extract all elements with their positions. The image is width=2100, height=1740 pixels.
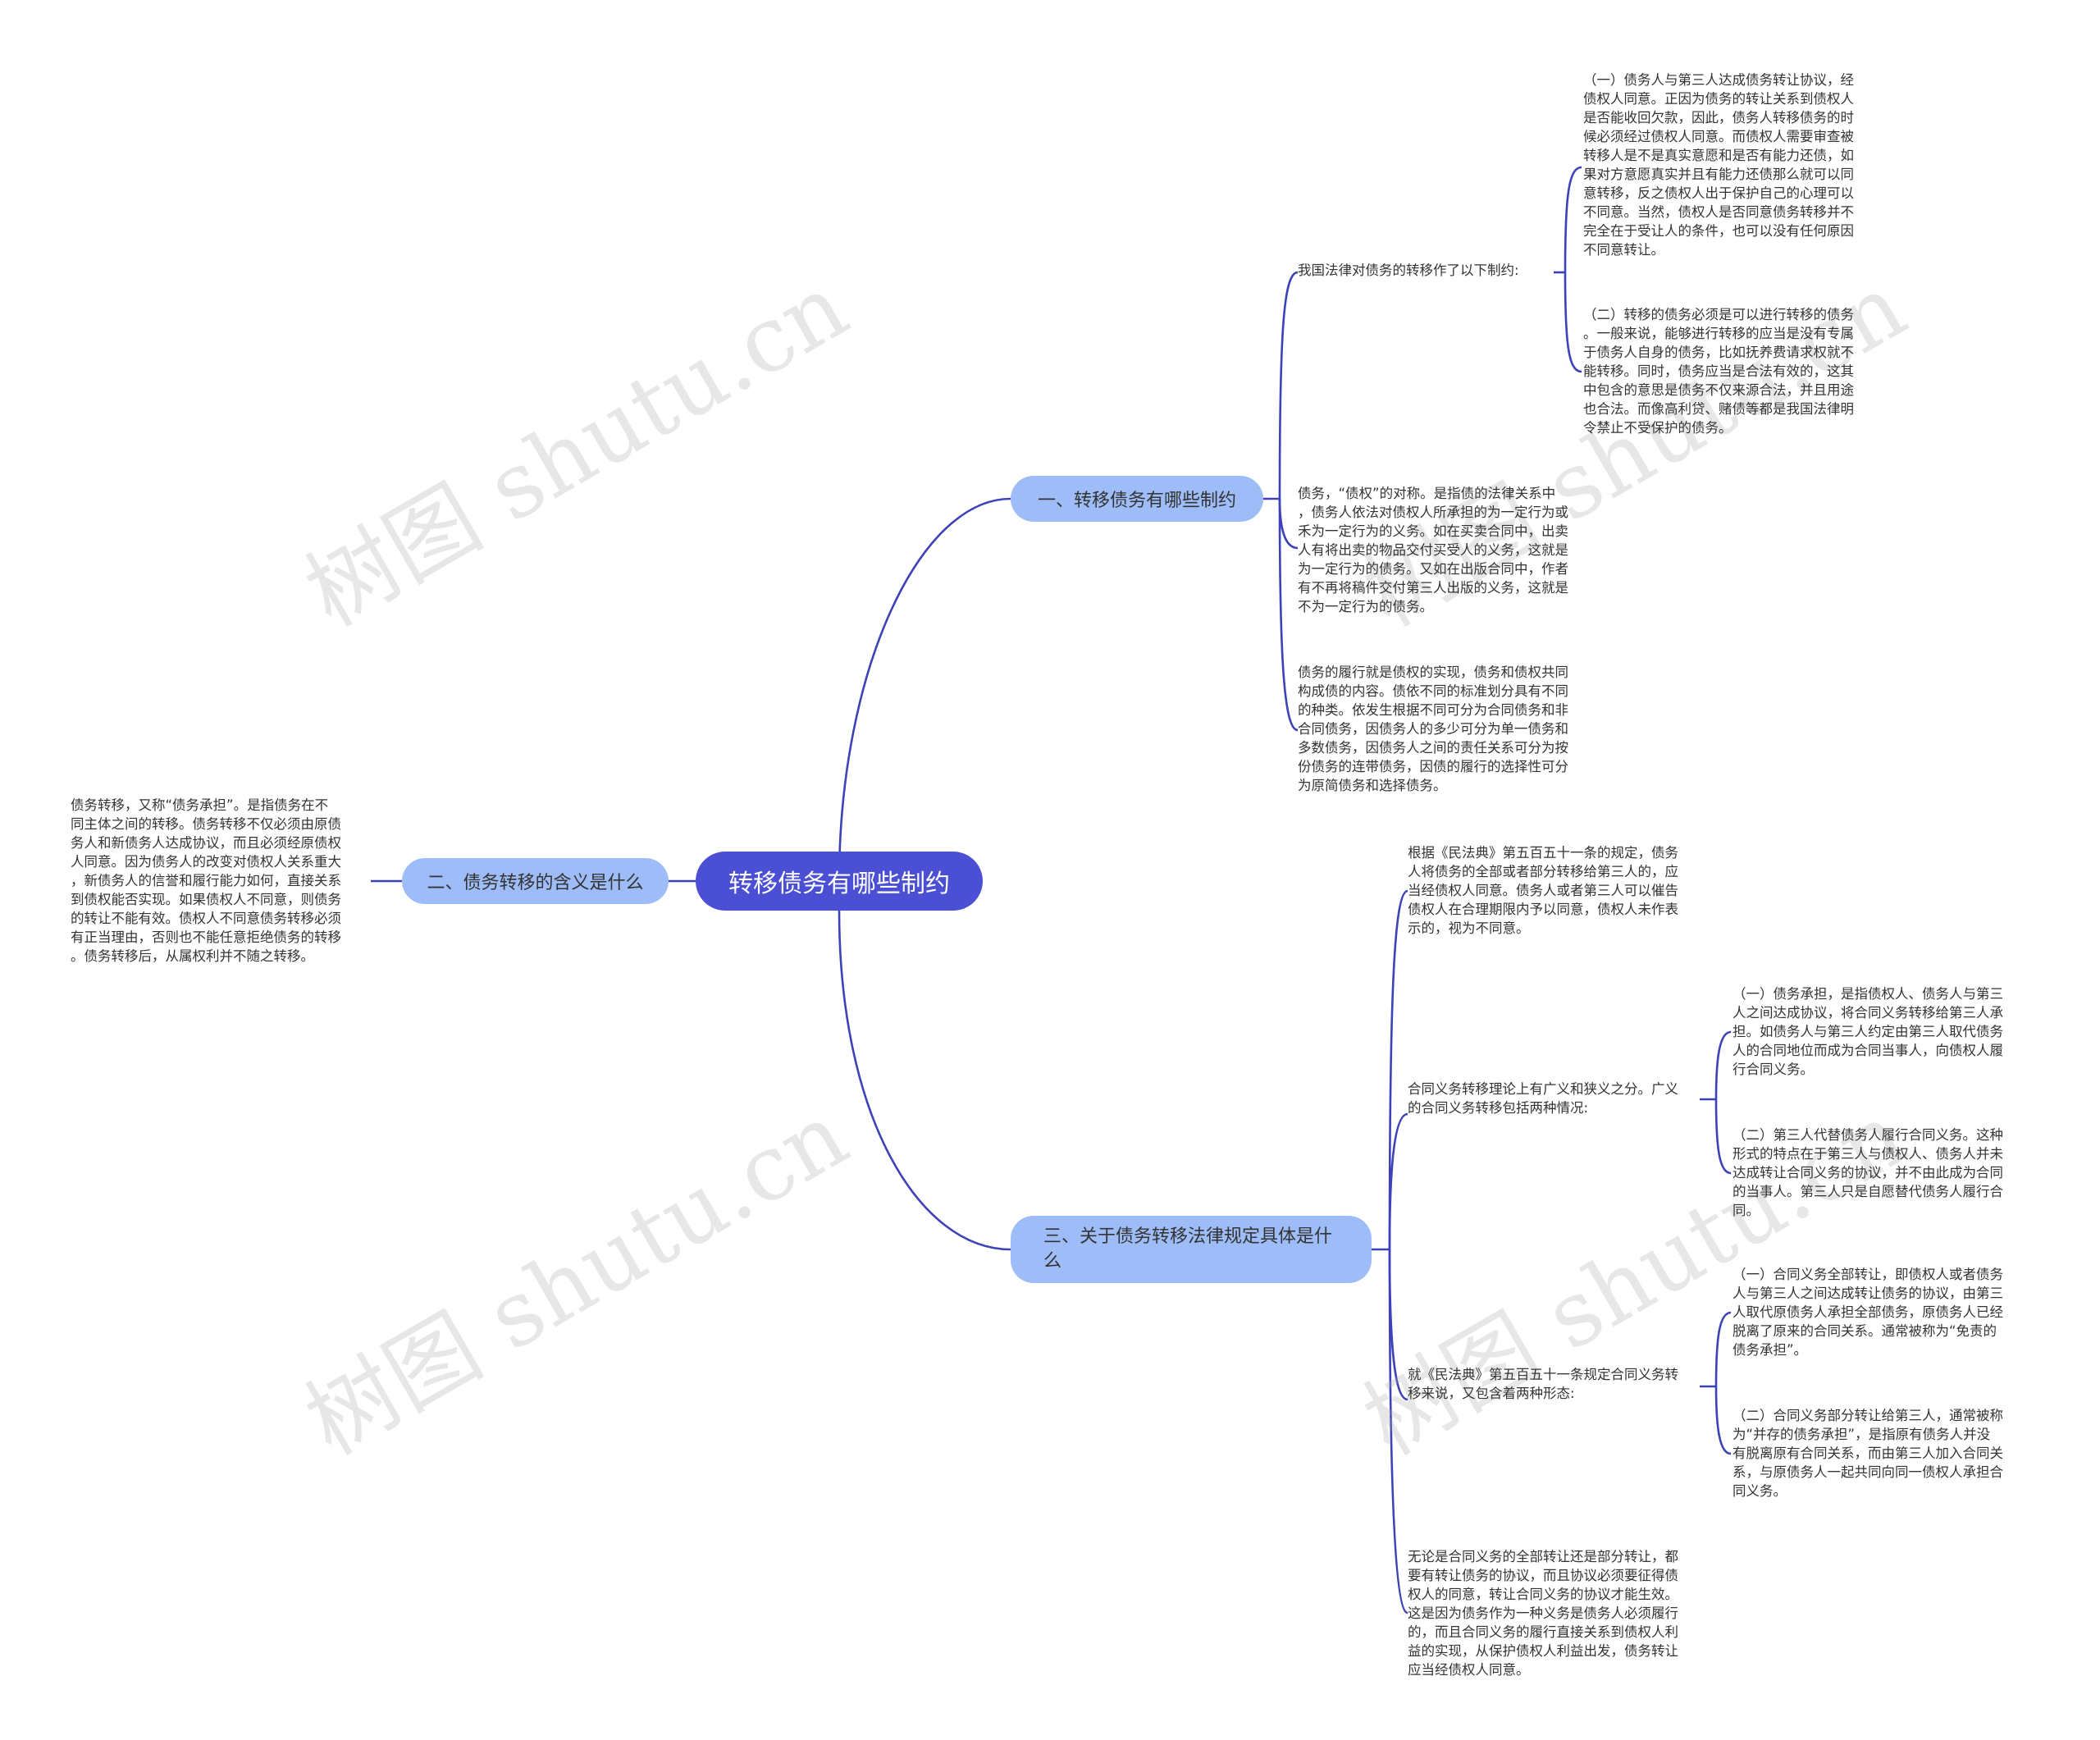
leaf-b3-p2[interactable]: 合同义务转移理论上有广义和狭义之分。广义 的合同义务转移包括两种情况: [1408,1081,1678,1116]
leaf-b1-p2[interactable]: 债务，“债权”的对称。是指债的法律关系中 ，债务人依法对债权人所承担的为一定行为… [1298,486,1568,614]
leaf-b1-intro-child-1[interactable]: （一）债务人与第三人达成债务转让协议，经 债权人同意。正因为债务的转让关系到债权… [1583,72,1854,258]
link-b3-p1 [1388,889,1408,1250]
leaf-b1-p3[interactable]: 债务的履行就是债权的实现，债务和债权共同 构成债的内容。债依不同的标准划分具有不… [1298,664,1568,793]
link-p3-c1 [1714,1311,1732,1387]
branch-node-3[interactable]: 三、关于债务转移法律规定具体是什么 [1011,1216,1372,1283]
leaf-b3-p3-child-1[interactable]: （一）合同义务全部转让，即债权人或者债务 人与第三人之间达成转让债务的协议，由第… [1732,1267,2003,1358]
leaf-b3-p2-child-2[interactable]: （二）第三人代替债务人履行合同义务。这种 形式的特点在于第三人与债权人、债务人并… [1732,1127,2003,1218]
leaf-b3-p3[interactable]: 就《民法典》第五百五十一条规定合同义务转 移来说，又包含着两种形态: [1408,1367,1678,1401]
leaf-b2-p1[interactable]: 债务转移，又称“债务承担”。是指债务在不 同主体之间的转移。债务转移不仅必须由原… [71,797,341,964]
leaf-b3-p4[interactable]: 无论是合同义务的全部转让还是部分转让，都 要有转让债务的协议，而且协议必须要征得… [1408,1549,1678,1678]
link-p2-c1 [1714,1030,1732,1100]
link-intro-c1 [1564,166,1582,273]
leaf-b1-intro[interactable]: 我国法律对债务的转移作了以下制约: [1298,263,1519,278]
link-b3-p2 [1388,1112,1408,1250]
link-b3-p4 [1388,1249,1408,1614]
link-intro-c2 [1564,272,1582,373]
link-root-b1 [838,497,1011,882]
leaf-b1-intro-child-2[interactable]: （二）转移的债务必须是可以进行转移的债务 。一般来说，能够进行转移的应当是没有专… [1583,307,1854,436]
link-root-b3 [838,910,1011,1251]
link-b1-p2 [1278,498,1299,550]
link-p3-c2 [1714,1386,1732,1455]
branch-node-1[interactable]: 一、转移债务有哪些制约 [1011,476,1263,522]
leaf-b3-p1[interactable]: 根据《民法典》第五百五十一条的规定，债务 人将债务的全部或者部分转移给第三人的，… [1408,845,1678,936]
leaf-b3-p2-child-1[interactable]: （一）债务承担，是指债权人、债务人与第三 人之间达成协议，将合同义务转移给第三人… [1732,986,2003,1077]
link-b1-p3 [1278,498,1299,732]
link-b3-p3 [1388,1249,1408,1401]
leaf-b3-p3-child-2[interactable]: （二）合同义务部分转让给第三人，通常被称 为“并存的债务承担”，是指原有债务人并… [1732,1408,2003,1499]
link-b1-intro [1278,271,1299,500]
branch-node-2[interactable]: 二、债务转移的含义是什么 [402,858,669,904]
root-node[interactable]: 转移债务有哪些制约 [696,852,983,911]
link-p2-c2 [1714,1098,1732,1175]
